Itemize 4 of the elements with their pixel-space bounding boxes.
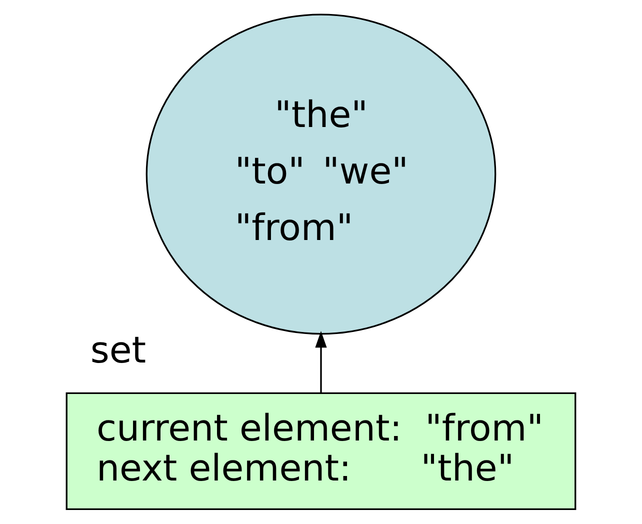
node-circle: "the" "to" "we" "from" (146, 14, 496, 335)
node-label: set (90, 328, 146, 372)
arrow (315, 331, 327, 393)
node-box: current element: "from" next element: "the" (66, 392, 576, 510)
